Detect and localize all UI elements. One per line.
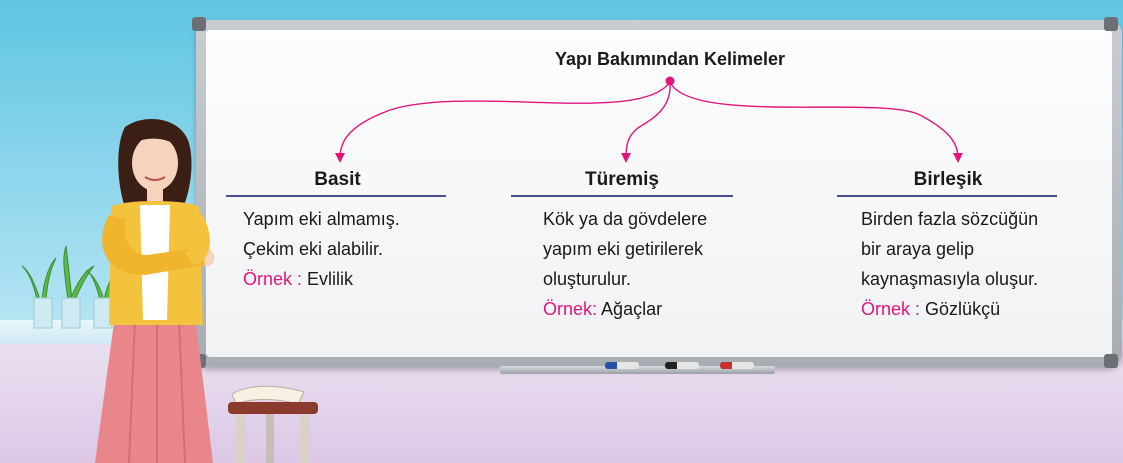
example-line: Örnek : Gözlükçü bbox=[861, 294, 1038, 324]
description-line: Yapım eki almamış. bbox=[243, 209, 400, 229]
root-node-dot bbox=[665, 76, 675, 86]
node-description-birlesik: Birden fazla sözcüğün bir araya gelip ka… bbox=[861, 204, 1038, 324]
example-value: Evlilik bbox=[307, 269, 354, 289]
example-line: Örnek : Evlilik bbox=[243, 264, 400, 294]
example-label: Örnek: bbox=[543, 299, 598, 319]
stool-with-book bbox=[228, 385, 318, 463]
node-divider bbox=[511, 195, 733, 197]
node-divider bbox=[226, 195, 446, 197]
node-description-turemis: Kök ya da gövdelere yapım eki getirilere… bbox=[543, 204, 707, 324]
board-corner bbox=[192, 17, 206, 31]
description-line: bir araya gelip bbox=[861, 239, 975, 259]
node-heading-turemis: Türemiş bbox=[585, 169, 659, 190]
whiteboard-surface bbox=[206, 30, 1112, 357]
example-line: Örnek: Ağaçlar bbox=[543, 294, 707, 324]
description-line: Birden fazla sözcüğün bbox=[861, 209, 1039, 229]
example-label: Örnek : bbox=[243, 269, 303, 289]
example-value: Ağaçlar bbox=[601, 299, 663, 319]
description-line: oluşturulur. bbox=[543, 269, 632, 289]
example-value: Gözlükçü bbox=[925, 299, 1001, 319]
teacher-illustration bbox=[95, 119, 215, 463]
description-line: kaynaşmasıyla oluşur. bbox=[861, 269, 1039, 289]
node-heading-basit: Basit bbox=[314, 169, 361, 190]
board-corner bbox=[1104, 354, 1118, 368]
node-divider bbox=[837, 195, 1057, 197]
example-label: Örnek : bbox=[861, 299, 921, 319]
red-marker[interactable] bbox=[720, 362, 754, 369]
arrow-to-basit bbox=[335, 81, 671, 163]
arrow-to-turemis bbox=[621, 81, 671, 163]
diagram-title: Yapı Bakımından Kelimeler bbox=[554, 49, 786, 69]
plant-pots bbox=[21, 245, 125, 329]
description-line: Kök ya da gövdelere bbox=[543, 209, 708, 229]
description-line: yapım eki getirilerek bbox=[543, 239, 704, 259]
description-line: Çekim eki alabilir. bbox=[243, 239, 384, 259]
blue-marker[interactable] bbox=[605, 362, 639, 369]
node-description-basit: Yapım eki almamış. Çekim eki alabilir. Ö… bbox=[243, 204, 400, 294]
whiteboard-tray bbox=[500, 366, 775, 374]
board-corner bbox=[1104, 17, 1118, 31]
arrow-to-birlesik bbox=[669, 81, 963, 163]
node-heading-birlesik: Birleşik bbox=[913, 169, 983, 190]
black-marker[interactable] bbox=[665, 362, 699, 369]
